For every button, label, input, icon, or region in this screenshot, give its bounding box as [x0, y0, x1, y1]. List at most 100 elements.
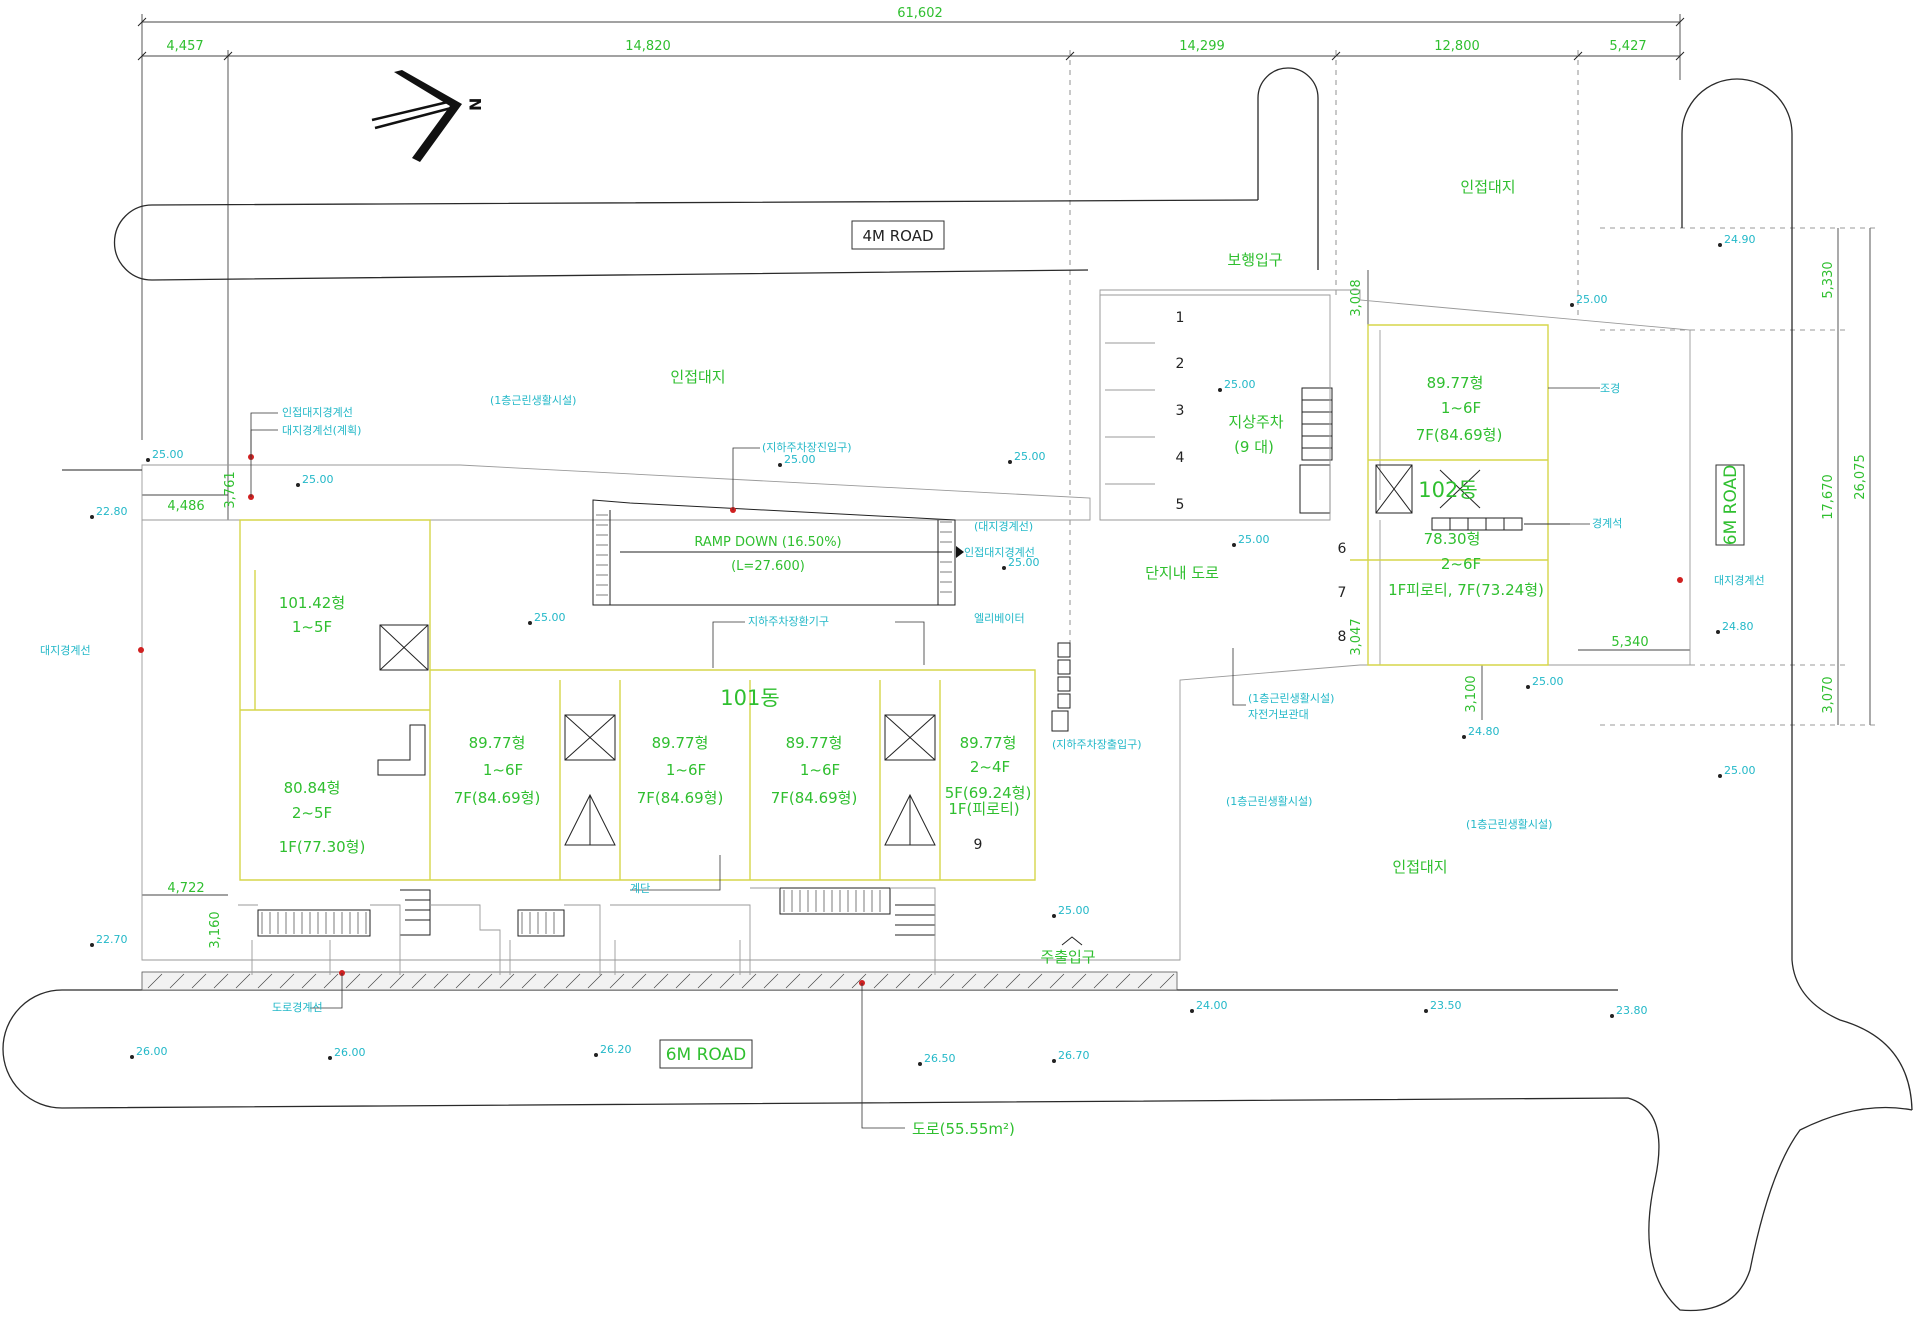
svg-text:25.00: 25.00 — [1014, 450, 1046, 463]
svg-text:89.77형: 89.77형 — [960, 734, 1017, 752]
svg-text:24.80: 24.80 — [1722, 620, 1754, 633]
svg-text:26.00: 26.00 — [334, 1046, 366, 1059]
svg-text:1F피로티, 7F(73.24형): 1F피로티, 7F(73.24형) — [1388, 581, 1544, 599]
svg-text:22.70: 22.70 — [96, 933, 128, 946]
dim-right-2: 17,670 — [1821, 474, 1836, 520]
unit-101-1: 101.42형 1~5F — [279, 594, 345, 636]
svg-text:24.90: 24.90 — [1724, 233, 1756, 246]
dim-left-lower: 4,722 — [167, 881, 204, 896]
svg-text:26.50: 26.50 — [924, 1052, 956, 1065]
level-marks: 25.00 22.80 25.00 25.00 25.00 25.00 25.0… — [90, 233, 1756, 1066]
svg-text:7F(84.69형): 7F(84.69형) — [454, 789, 541, 807]
parking-title: 지상주차 — [1228, 413, 1283, 431]
svg-text:1~5F: 1~5F — [292, 618, 332, 636]
neighbor-label-2: 인접대지 — [1460, 178, 1515, 196]
dim-top-2: 14,820 — [625, 39, 671, 54]
svg-text:25.00: 25.00 — [1224, 378, 1256, 391]
svg-text:25.00: 25.00 — [1532, 675, 1564, 688]
note-1: 인접대지경계선 — [282, 406, 353, 419]
unit-101-6: 89.77형 2~4F 5F(69.24형) 1F(피로티) — [945, 734, 1032, 818]
ramp-sub: (L=27.600) — [731, 559, 805, 574]
svg-text:89.77형: 89.77형 — [786, 734, 843, 752]
unit-101-4: 89.77형 1~6F 7F(84.69형) — [637, 734, 724, 807]
dim-top-1: 4,457 — [166, 39, 203, 54]
svg-text:89.77형: 89.77형 — [469, 734, 526, 752]
unit-102-2: 78.30형 2~6F 1F피로티, 7F(73.24형) — [1388, 530, 1544, 599]
note-4: (지하주차장진입구) — [762, 440, 852, 454]
road-area-callout: 도로(55.55m²) — [859, 980, 1015, 1138]
note-10: 도로경계선 — [272, 1001, 323, 1014]
svg-text:25.00: 25.00 — [784, 453, 816, 466]
svg-text:101.42형: 101.42형 — [279, 594, 345, 612]
parking-count: (9 대) — [1234, 438, 1274, 456]
neighbor-label-3: 인접대지 — [1392, 858, 1447, 876]
dim-mid-v1: 3,008 — [1349, 279, 1364, 316]
note-9: 계단 — [630, 882, 650, 895]
dim-overall: 61,602 — [897, 6, 943, 21]
svg-text:1F(77.30형): 1F(77.30형) — [279, 838, 366, 856]
svg-text:23.80: 23.80 — [1616, 1004, 1648, 1017]
frontage: 주출입구 — [238, 887, 1096, 975]
svg-text:24.80: 24.80 — [1468, 725, 1500, 738]
svg-text:25.00: 25.00 — [302, 473, 334, 486]
svg-text:1~6F: 1~6F — [666, 761, 706, 779]
note-6: 지하주차장환기구 — [748, 614, 829, 628]
svg-text:26.70: 26.70 — [1058, 1049, 1090, 1062]
dim-left-upper: 4,486 — [167, 499, 204, 514]
dim-right-1: 5,330 — [1821, 261, 1836, 298]
svg-text:1~6F: 1~6F — [800, 761, 840, 779]
site-outline — [62, 289, 1691, 961]
svg-text:1~6F: 1~6F — [483, 761, 523, 779]
dim-left-v2: 3,160 — [208, 911, 223, 948]
dim-top-4: 12,800 — [1434, 39, 1480, 54]
svg-text:25.00: 25.00 — [1576, 293, 1608, 306]
svg-text:25.00: 25.00 — [534, 611, 566, 624]
road-right-label: 6M ROAD — [1721, 465, 1741, 546]
building-102-name: 102동 — [1418, 478, 1477, 502]
dim-mid-v2: 3,047 — [1349, 618, 1364, 655]
unit-101-3: 89.77형 1~6F 7F(84.69형) — [454, 734, 541, 807]
note-14: (1층근린생활시설) — [1466, 817, 1552, 831]
svg-text:7F(84.69형): 7F(84.69형) — [637, 789, 724, 807]
parking-space-2: 2 — [1176, 356, 1185, 372]
road-area-label: 도로(55.55m²) — [912, 1120, 1015, 1138]
building-101-name: 101동 — [720, 686, 779, 710]
neighbor-label-1: 인접대지 — [670, 368, 725, 386]
parking-space-9: 9 — [974, 837, 983, 853]
svg-text:25.00: 25.00 — [1724, 764, 1756, 777]
building-101: 101동 101.42형 1~5F 80.84형 2~5F 1F(77.30형)… — [239, 519, 1071, 881]
svg-text:1~6F: 1~6F — [1441, 399, 1481, 417]
parking-space-1: 1 — [1176, 310, 1185, 326]
svg-text:2~4F: 2~4F — [970, 758, 1010, 776]
svg-text:89.77형: 89.77형 — [652, 734, 709, 752]
dim-left-v1: 3,761 — [223, 471, 238, 508]
svg-text:22.80: 22.80 — [96, 505, 128, 518]
svg-text:26.20: 26.20 — [600, 1043, 632, 1056]
note-19: (대지경계선) — [974, 520, 1033, 533]
complex-road-label: 단지내 도로 — [1145, 564, 1219, 582]
parking-space-7: 7 — [1338, 585, 1347, 601]
ramp-down: RAMP DOWN (16.50%) (L=27.600) — [592, 499, 964, 606]
note-15: 대지경계선 — [1714, 574, 1765, 587]
dim-top-5: 5,427 — [1609, 39, 1646, 54]
building-102: 102동 89.77형 1~6F 7F(84.69형) 78.30형 2~6F … — [1299, 324, 1570, 666]
road-right: 6M ROAD — [1681, 78, 1913, 1111]
unit-101-5: 89.77형 1~6F 7F(84.69형) — [771, 734, 858, 807]
leader-notes: 인접대지경계선 대지경계선(계획) (1층근린생활시설) (지하주차장진입구) … — [40, 382, 1765, 1014]
svg-text:23.50: 23.50 — [1430, 999, 1462, 1012]
road-top: 4M ROAD — [113, 67, 1319, 281]
note-8: 엘리베이터 — [974, 612, 1025, 625]
svg-text:7F(84.69형): 7F(84.69형) — [771, 789, 858, 807]
note-3: (1층근린생활시설) — [490, 393, 576, 407]
unit-101-2: 80.84형 2~5F 1F(77.30형) — [279, 779, 366, 856]
dim-right-4: 3,070 — [1821, 676, 1836, 713]
road-top-label: 4M ROAD — [862, 227, 933, 245]
note-16: 조경 — [1600, 382, 1620, 395]
svg-text:25.00: 25.00 — [1238, 533, 1270, 546]
svg-text:7F(84.69형): 7F(84.69형) — [1416, 426, 1503, 444]
parking-space-5: 5 — [1176, 497, 1185, 513]
svg-text:78.30형: 78.30형 — [1424, 530, 1481, 548]
svg-text:26.00: 26.00 — [136, 1045, 168, 1058]
parking-space-8: 8 — [1338, 629, 1347, 645]
